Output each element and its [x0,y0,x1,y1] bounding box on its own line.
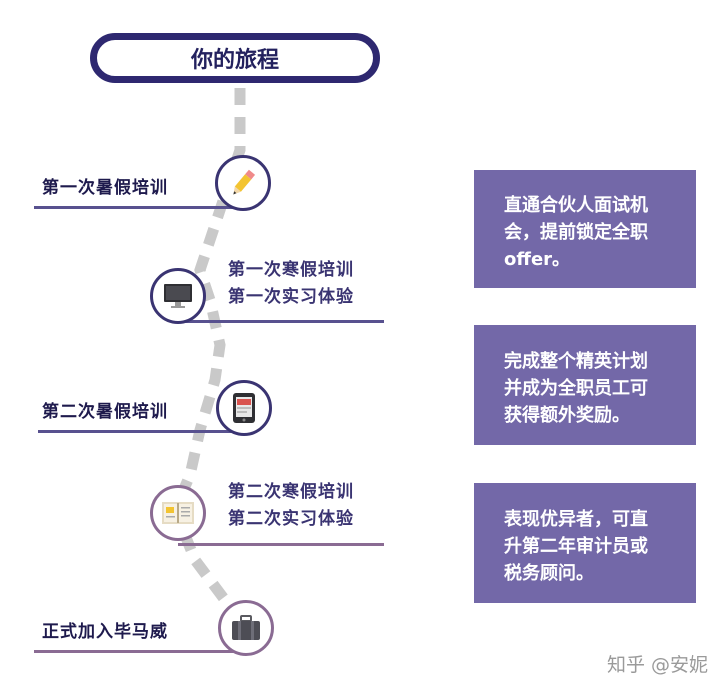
milestone-3-circle [216,380,272,436]
milestone-1-underline [34,206,250,209]
milestone-2-line-1: 第一次寒假培训 [228,260,354,280]
info-box-1-line-2: 会，提前锁定全职 [504,221,648,243]
milestone-4-underline [178,543,384,546]
milestone-1-circle [215,155,271,211]
milestone-4-line-1: 第二次寒假培训 [228,482,354,502]
milestone-3-label: 第二次暑假培训 [42,399,168,426]
milestone-2-label: 第一次寒假培训 第一次实习体验 [228,257,354,311]
info-box-1: 直通合伙人面试机 会，提前锁定全职 offer。 [474,170,696,288]
milestone-2-circle [150,268,206,324]
milestone-1-line-1: 第一次暑假培训 [42,178,168,198]
info-box-1-line-1: 直通合伙人面试机 [504,194,648,216]
info-box-3-line-2: 升第二年审计员或 [504,535,648,557]
pencil-icon [233,169,256,195]
info-box-3-line-3: 税务顾问。 [504,562,594,584]
milestone-3-underline [38,430,254,433]
open-book-icon [162,502,194,524]
info-box-3: 表现优异者，可直 升第二年审计员或 税务顾问。 [474,483,696,603]
milestone-4-line-2: 第二次实习体验 [228,509,354,529]
tablet-icon [233,393,255,423]
milestone-3-line-1: 第二次暑假培训 [42,402,168,422]
page-title: 你的旅程 [90,33,380,83]
info-box-3-line-1: 表现优异者，可直 [504,508,648,530]
milestone-4-label: 第二次寒假培训 第二次实习体验 [228,479,354,533]
info-box-1-line-3: offer。 [504,248,571,270]
milestone-5-line-1: 正式加入毕马威 [42,622,168,642]
briefcase-icon [232,615,260,640]
milestone-5-underline [34,650,256,653]
milestone-1-label: 第一次暑假培训 [42,175,168,202]
info-box-2-line-2: 并成为全职员工可 [504,377,648,399]
milestone-5-circle [218,600,274,656]
watermark: 知乎 @安妮 [606,654,708,676]
info-box-2-line-1: 完成整个精英计划 [504,350,648,372]
milestone-2-line-2: 第一次实习体验 [228,287,354,307]
info-box-2: 完成整个精英计划 并成为全职员工可 获得额外奖励。 [474,325,696,445]
milestone-5-label: 正式加入毕马威 [42,619,168,646]
info-box-2-line-3: 获得额外奖励。 [504,404,630,426]
monitor-icon [164,284,192,308]
milestone-2-underline [178,320,384,323]
milestone-4-circle [150,485,206,541]
